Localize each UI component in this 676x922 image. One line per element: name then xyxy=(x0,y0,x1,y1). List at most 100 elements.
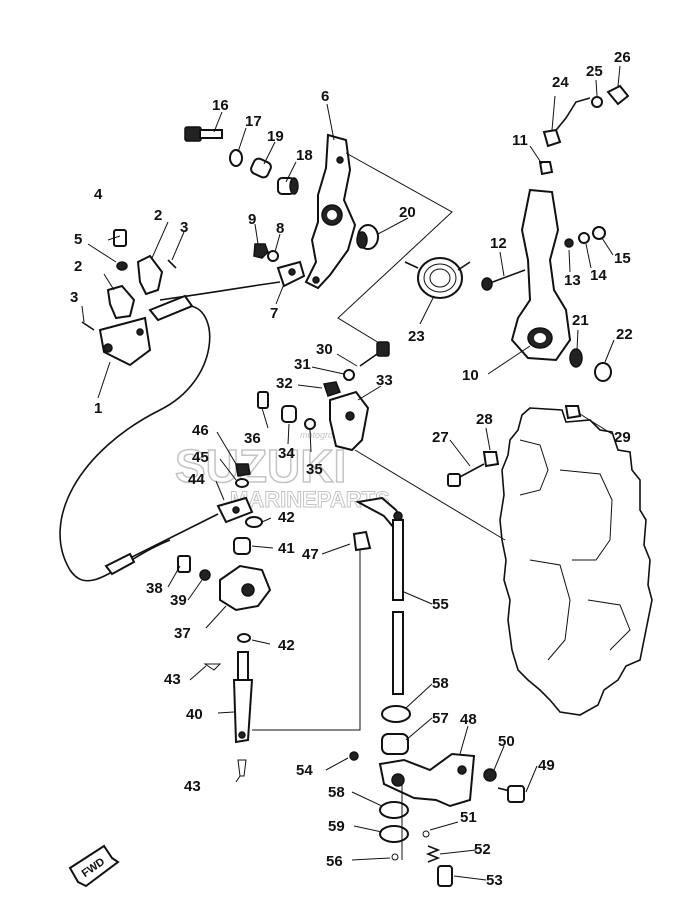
part-35-nut xyxy=(304,418,316,430)
part-number-50: 50 xyxy=(498,733,515,750)
part-number-20: 20 xyxy=(399,204,416,221)
part-number-12: 12 xyxy=(490,235,507,252)
part-number-3a: 3 xyxy=(180,219,188,236)
part-number-57: 57 xyxy=(432,710,449,727)
part-number-13: 13 xyxy=(564,272,581,289)
part-5-washer xyxy=(116,261,128,271)
part-58-washer-upper xyxy=(381,705,411,723)
part-18-bushing xyxy=(277,177,299,195)
part-4-bolt xyxy=(113,229,127,247)
part-number-49: 49 xyxy=(538,757,555,774)
engine-block-outline xyxy=(499,407,653,716)
part-number-58b: 58 xyxy=(328,784,345,801)
part-number-35: 35 xyxy=(306,461,323,478)
part-number-2a: 2 xyxy=(154,207,162,224)
part-number-56: 56 xyxy=(326,853,343,870)
part-10-lever xyxy=(510,188,572,362)
part-37-bracket xyxy=(219,564,272,612)
part-number-53: 53 xyxy=(486,872,503,889)
part-2-bracket-lower xyxy=(106,284,136,320)
part-number-34: 34 xyxy=(278,445,295,462)
part-36-bolt xyxy=(257,391,269,409)
part-number-52: 52 xyxy=(474,841,491,858)
part-24-rod xyxy=(547,97,591,141)
part-number-8: 8 xyxy=(276,220,284,237)
part-2-bracket-upper xyxy=(136,254,164,296)
part-28-nut xyxy=(482,451,500,468)
part-58-washer-lower xyxy=(379,801,409,819)
part-number-45: 45 xyxy=(192,449,209,466)
part-30-bolt xyxy=(359,341,390,367)
fwd-arrow-icon: FWD xyxy=(68,844,120,888)
part-33-bracket xyxy=(329,390,370,452)
part-number-21: 21 xyxy=(572,312,589,329)
part-12-bolt xyxy=(481,269,526,291)
watermark-brand: SUZUKI xyxy=(175,440,346,492)
part-46-nut xyxy=(235,463,251,477)
part-number-15: 15 xyxy=(614,250,631,267)
part-42-washer-upper xyxy=(245,516,263,528)
part-number-48: 48 xyxy=(460,711,477,728)
part-19-collar xyxy=(250,157,272,179)
part-number-30: 30 xyxy=(316,341,333,358)
part-3-pin-upper xyxy=(167,259,177,269)
part-number-39: 39 xyxy=(170,592,187,609)
part-number-9: 9 xyxy=(248,211,256,228)
part-number-54: 54 xyxy=(296,762,313,779)
part-number-46: 46 xyxy=(192,422,209,439)
part-22-washer xyxy=(594,362,612,382)
part-number-31: 31 xyxy=(294,356,311,373)
part-44-joint xyxy=(216,496,254,524)
part-51-ball xyxy=(422,830,430,838)
part-27-bolt xyxy=(447,463,485,487)
part-34-collar xyxy=(281,405,297,423)
part-43-clip-lower xyxy=(237,759,247,777)
part-32-nut xyxy=(323,381,341,397)
part-14-nut xyxy=(578,232,590,244)
part-47-joint xyxy=(352,530,372,552)
part-54-pin xyxy=(349,751,359,761)
part-57-collar xyxy=(381,733,409,755)
part-16-bolt xyxy=(184,126,223,142)
part-7-joint xyxy=(276,260,306,288)
part-number-36: 36 xyxy=(244,430,261,447)
part-number-41: 41 xyxy=(278,540,295,557)
part-40-shaft xyxy=(232,651,254,744)
part-number-28: 28 xyxy=(476,411,493,428)
part-49-bolt xyxy=(497,785,525,803)
part-number-51: 51 xyxy=(460,809,477,826)
part-9-nut xyxy=(253,243,269,259)
part-17-washer xyxy=(229,149,243,167)
part-25-nut xyxy=(591,96,603,108)
part-number-32: 32 xyxy=(276,375,293,392)
part-29-nut xyxy=(564,405,582,420)
part-number-4: 4 xyxy=(94,186,103,203)
part-number-44: 44 xyxy=(188,471,205,488)
part-20-bushing xyxy=(356,224,379,250)
part-21-washer xyxy=(569,348,583,368)
part-number-40: 40 xyxy=(186,706,203,723)
part-50-nut xyxy=(483,768,497,782)
part-number-33: 33 xyxy=(376,372,393,389)
part-number-37: 37 xyxy=(174,625,191,642)
part-number-5: 5 xyxy=(74,231,82,248)
part-number-47: 47 xyxy=(302,546,319,563)
part-15-cap xyxy=(592,226,606,240)
part-number-16: 16 xyxy=(212,97,229,114)
part-number-17: 17 xyxy=(245,113,262,130)
part-11-nut xyxy=(538,161,554,176)
part-number-22: 22 xyxy=(616,326,633,343)
part-26-joint xyxy=(606,84,630,106)
part-number-7: 7 xyxy=(270,305,278,322)
part-43-clip-upper xyxy=(203,663,222,671)
part-number-43b: 43 xyxy=(184,778,201,795)
part-52-spring xyxy=(425,845,441,863)
part-number-26: 26 xyxy=(614,49,631,66)
part-number-42b: 42 xyxy=(278,637,295,654)
part-number-11: 11 xyxy=(512,132,528,149)
part-3-pin-lower xyxy=(81,321,95,331)
part-number-19: 19 xyxy=(267,128,284,145)
leader-lines xyxy=(81,65,621,881)
part-45-washer xyxy=(235,478,249,488)
